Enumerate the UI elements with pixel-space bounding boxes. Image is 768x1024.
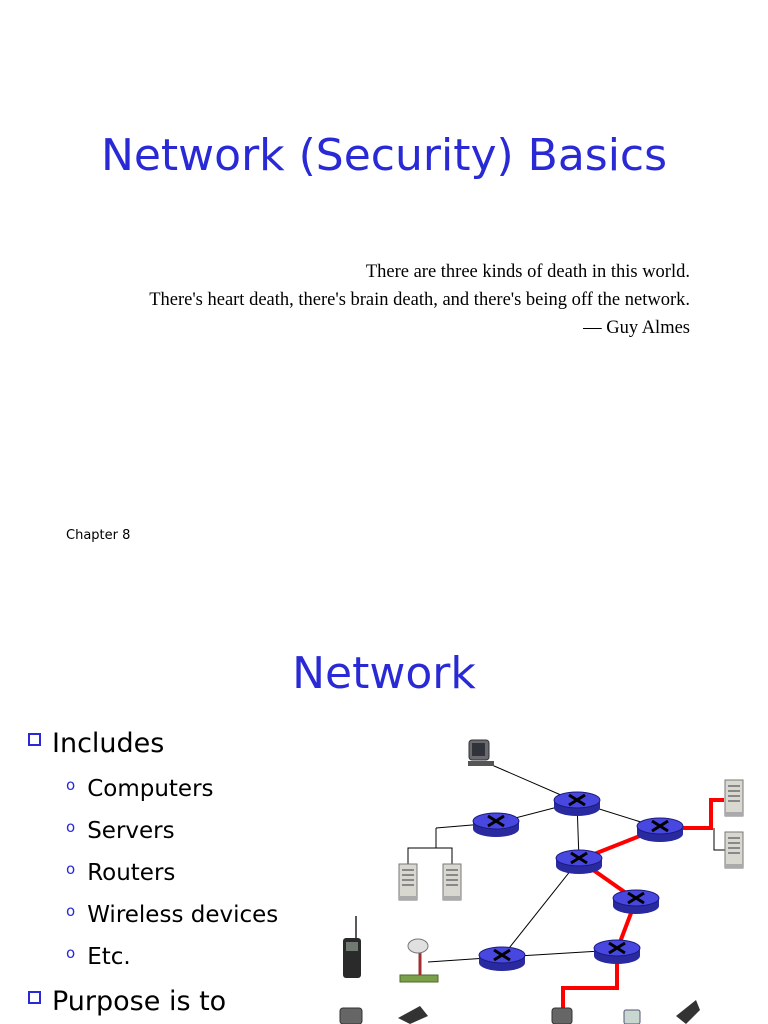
sub-bullet-item: o Etc. — [66, 944, 131, 972]
chapter-footer: Chapter 8 — [66, 528, 131, 543]
bullet-text: Purpose is to — [52, 986, 227, 1017]
bullet-text: Includes — [52, 728, 165, 759]
server-icon — [724, 831, 744, 869]
sub-bullet-item: o Routers — [66, 860, 175, 888]
quote-line: There are three kinds of death in this w… — [365, 262, 690, 282]
square-bullet-icon — [28, 991, 41, 1004]
network-diagram — [339, 739, 744, 1024]
circle-bullet-icon: o — [66, 902, 76, 920]
square-bullet-icon — [28, 733, 41, 746]
quote-line: There's heart death, there's brain death… — [149, 290, 690, 310]
slide-title: Network (Security) Basics There are thre… — [66, 130, 690, 543]
sub-bullet-text: Etc. — [87, 944, 131, 970]
quote-attribution: — Guy Almes — [583, 318, 690, 338]
page-title: Network (Security) Basics — [100, 130, 668, 181]
router-icon — [592, 938, 642, 966]
epigraph: There are three kinds of death in this w… — [149, 258, 690, 342]
bullet-item: Purpose is to — [28, 986, 226, 1018]
router-icon — [471, 811, 521, 839]
sub-bullet-item: o Wireless devices — [66, 902, 278, 930]
laptop-icon — [398, 1006, 428, 1024]
circle-bullet-icon: o — [66, 818, 76, 836]
router-icon — [635, 816, 685, 844]
router-icon — [477, 945, 527, 973]
server-icon — [398, 863, 418, 901]
slide-title: Network — [292, 648, 476, 699]
sub-bullet-text: Wireless devices — [87, 902, 279, 928]
bullet-item: Includes — [28, 728, 164, 760]
router-icon — [554, 848, 604, 876]
server-icon — [442, 863, 462, 901]
router-icon — [611, 888, 661, 916]
desktop-icon — [551, 1007, 573, 1024]
router-icon — [552, 790, 602, 818]
pda-icon — [623, 1009, 641, 1024]
satellite-dish-icon — [399, 938, 439, 983]
sub-bullet-text: Routers — [87, 860, 176, 886]
cell-phone-icon — [343, 916, 361, 978]
sub-bullet-item: o Servers — [66, 818, 175, 846]
circle-bullet-icon: o — [66, 860, 76, 878]
desktop-icon — [339, 1007, 363, 1024]
sub-bullet-text: Computers — [87, 776, 214, 802]
sub-bullet-text: Servers — [87, 818, 175, 844]
desktop-icon — [467, 739, 495, 767]
server-icon — [724, 779, 744, 817]
sub-bullet-item: o Computers — [66, 776, 214, 804]
circle-bullet-icon: o — [66, 944, 76, 962]
laptop-icon — [676, 1000, 700, 1024]
circle-bullet-icon: o — [66, 776, 76, 794]
